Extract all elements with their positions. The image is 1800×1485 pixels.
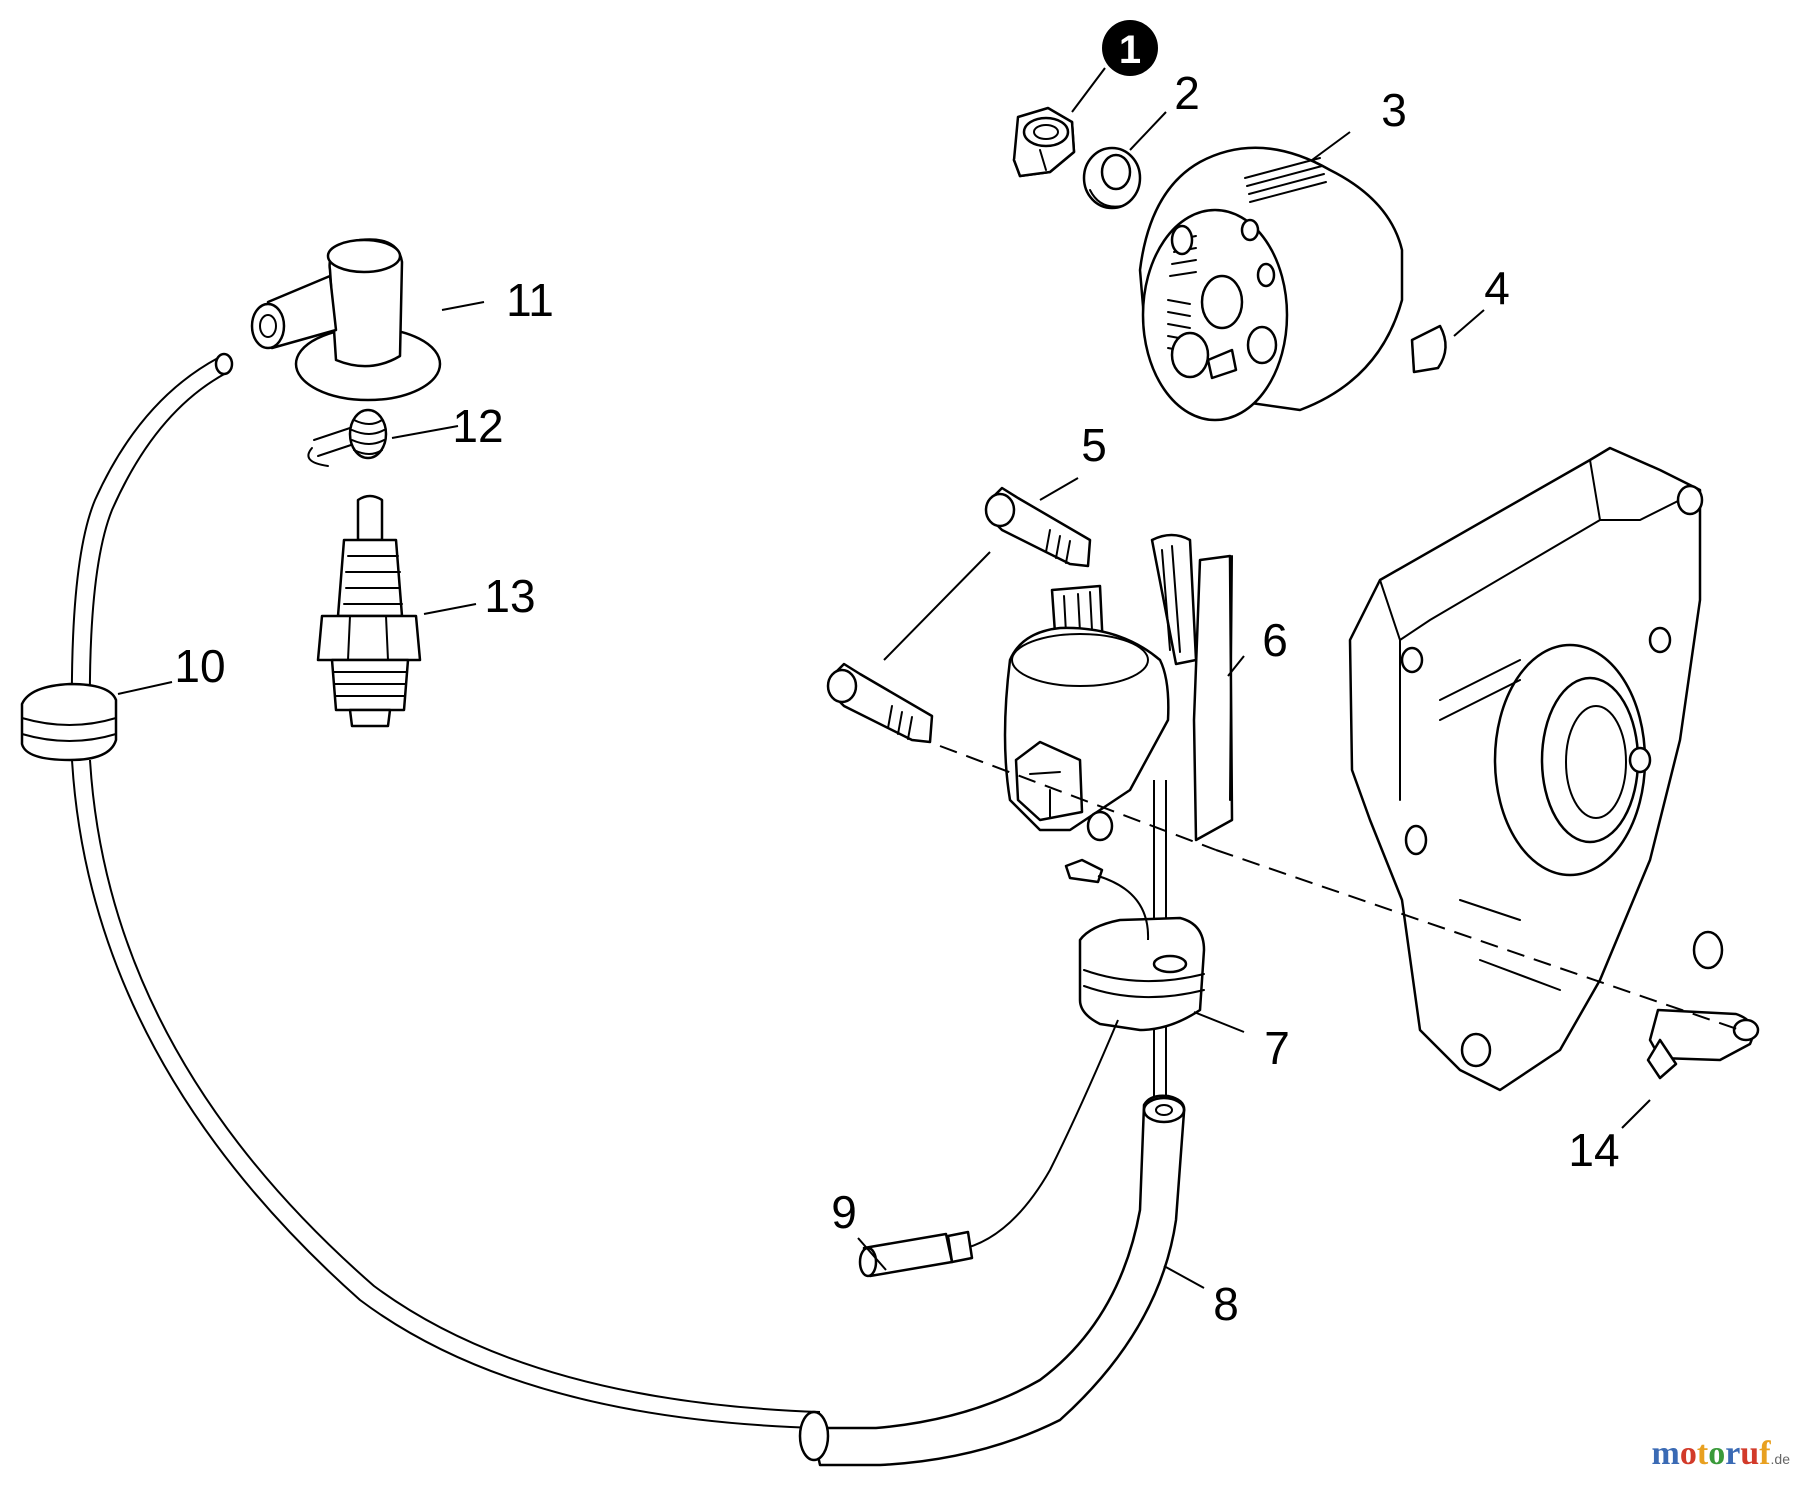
part-5-bolts: [826, 486, 1092, 744]
callout-2-label: 2: [1174, 67, 1200, 119]
part-3-flywheel: [1138, 146, 1404, 422]
part-10-fuel-line: [20, 352, 830, 1462]
watermark-letter: f: [1759, 1435, 1771, 1472]
callout-13-label: 13: [484, 570, 535, 622]
part-2-lock-washer: [1082, 146, 1142, 210]
watermark-letter: o: [1708, 1435, 1726, 1472]
watermark-letter: u: [1740, 1435, 1760, 1472]
part-6-ignition-coil: [1003, 533, 1234, 1110]
callout-10-label: 10: [174, 640, 225, 692]
callout-5-label: 5: [1081, 419, 1107, 471]
watermark-suffix: .de: [1770, 1451, 1790, 1467]
crankcase-housing: [1348, 446, 1724, 1092]
part-11-plug-cap: [250, 238, 442, 402]
callout-7-label: 7: [1264, 1022, 1290, 1074]
watermark-logo: motoruf.de: [1652, 1435, 1790, 1473]
callout-3-label: 3: [1381, 84, 1407, 136]
callout-1-label: 1: [1119, 28, 1141, 72]
part-9-ground-wire: [858, 858, 1150, 1278]
callout-1: 1: [1102, 20, 1158, 76]
callout-6-label: 6: [1262, 614, 1288, 666]
assembly-guide-lines: [939, 745, 1741, 1031]
leader-lines: [117, 67, 1651, 1289]
callout-8-label: 8: [1213, 1278, 1239, 1330]
callout-12-label: 12: [452, 400, 503, 452]
callout-11-label: 11: [506, 274, 554, 326]
part-14-bracket: [1646, 1008, 1760, 1080]
watermark-letter: o: [1679, 1435, 1697, 1472]
part-4-key: [1410, 324, 1447, 374]
callout-4-label: 4: [1484, 262, 1510, 314]
callout-14-label: 14: [1568, 1124, 1619, 1176]
callout-9-label: 9: [831, 1186, 857, 1238]
part-12-spring: [307, 408, 388, 467]
watermark-text: motoruf: [1652, 1435, 1771, 1473]
watermark-letter: t: [1696, 1435, 1709, 1472]
part-8-hose: [810, 1094, 1186, 1467]
watermark-letter: m: [1651, 1435, 1680, 1472]
part-7-grommet: [1078, 916, 1206, 1032]
watermark-letter: r: [1725, 1435, 1741, 1472]
part-1-hex-nut: [1012, 106, 1076, 178]
part-13-spark-plug: [316, 494, 422, 728]
